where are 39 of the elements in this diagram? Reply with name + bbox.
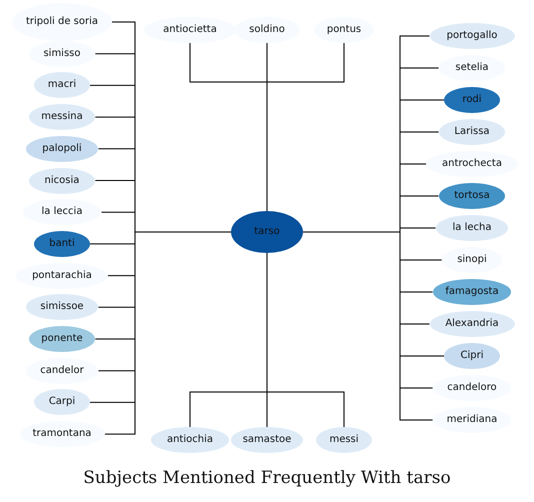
topic-ellipse: rodi bbox=[444, 87, 500, 113]
topic-ellipse: sinopi bbox=[442, 247, 502, 273]
topic-ellipse: pontus bbox=[314, 17, 374, 43]
topic-ellipse: Carpi bbox=[34, 389, 90, 416]
topic-ellipse: pontarachia bbox=[16, 262, 108, 289]
topic-ellipse: meridiana bbox=[432, 407, 512, 433]
topic-ellipse: tortosa bbox=[438, 183, 506, 209]
topic-ellipse: simisso bbox=[28, 40, 96, 67]
topic-ellipse: macri bbox=[34, 72, 90, 98]
topic-ellipse: samastoe bbox=[230, 427, 304, 453]
topic-ellipse: tarso bbox=[231, 211, 303, 253]
topic-ellipse: palopoli bbox=[26, 136, 98, 162]
connector-line bbox=[302, 232, 434, 420]
topic-ellipse: Larissa bbox=[438, 119, 506, 145]
topic-ellipse: tripoli de soria bbox=[12, 3, 112, 41]
topic-ellipse: antiocietta bbox=[144, 17, 236, 43]
topic-ellipse: la leccia bbox=[22, 199, 102, 226]
topic-ellipse: Cipri bbox=[444, 343, 500, 369]
topic-ellipse: setelia bbox=[438, 55, 506, 81]
connector-line bbox=[266, 252, 344, 428]
topic-ellipse: candeloro bbox=[432, 375, 512, 401]
topic-ellipse: tramontana bbox=[20, 421, 104, 448]
connector-line bbox=[104, 232, 232, 435]
topic-ellipse: nicosia bbox=[28, 168, 96, 194]
connector-line bbox=[266, 42, 344, 212]
topic-ellipse: Alexandria bbox=[430, 311, 514, 337]
topic-ellipse: ponente bbox=[28, 326, 96, 352]
topic-ellipse: antrochecta bbox=[426, 151, 518, 177]
topic-ellipse: la lecha bbox=[436, 215, 508, 241]
chart-title: Subjects Mentioned Frequently With tarso bbox=[82, 468, 452, 488]
topic-ellipse: famagosta bbox=[432, 279, 512, 305]
topic-ellipse: soldino bbox=[234, 17, 300, 43]
topic-ellipse: simissoe bbox=[26, 294, 98, 320]
topic-ellipse: banti bbox=[34, 230, 90, 257]
topic-ellipse: antiochia bbox=[150, 427, 230, 453]
topic-ellipse: candelor bbox=[26, 358, 98, 384]
topic-ellipse: portogallo bbox=[430, 23, 514, 49]
topic-ellipse: messi bbox=[316, 427, 372, 453]
topic-ellipse: messina bbox=[28, 104, 96, 130]
